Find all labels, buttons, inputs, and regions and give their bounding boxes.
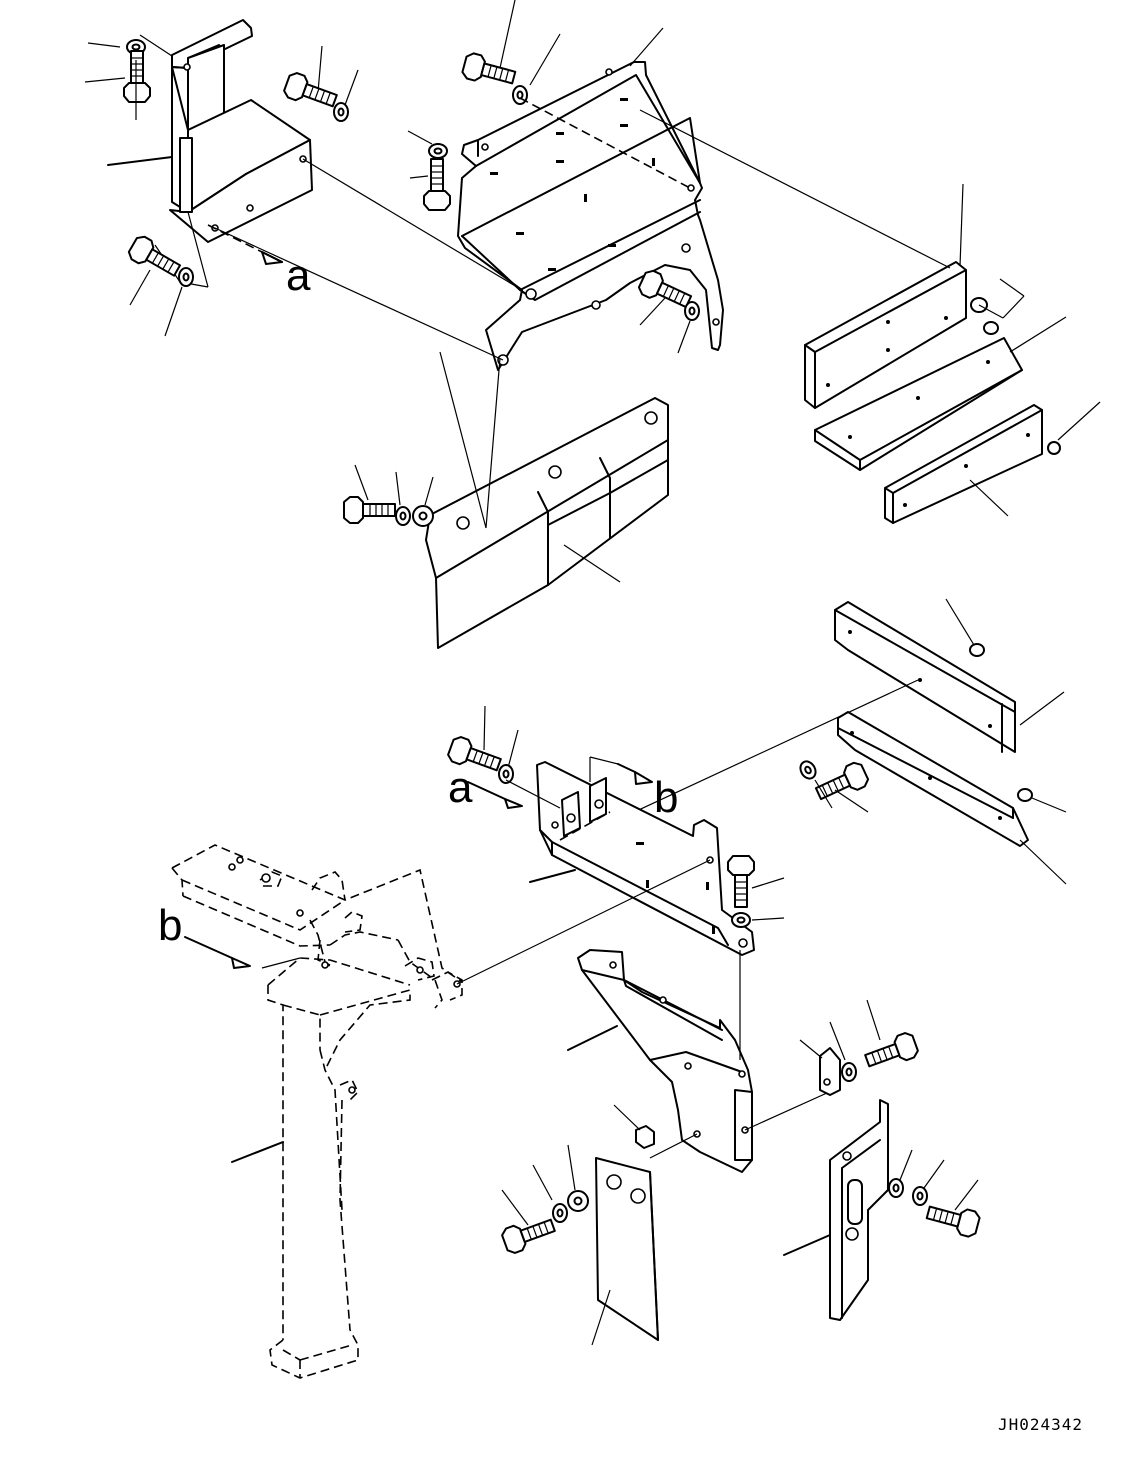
pad-middle-right (814, 337, 1023, 471)
pad-mid-lower-right (837, 711, 1029, 847)
bolt-lower-left-plate (499, 1212, 559, 1257)
bolt-middle-right (811, 759, 872, 807)
top-left-cover (169, 19, 313, 243)
bolt-middle-plate (343, 496, 396, 524)
dashed-column-frame (171, 844, 463, 1379)
bolt-vertical-middle (727, 855, 755, 908)
lower-small-plate (595, 1157, 659, 1341)
bolt-lower-left (125, 232, 185, 283)
right-vertical-bracket (829, 1099, 889, 1321)
view-label-a-mid: a (448, 763, 473, 812)
pad-mid-upper-right (834, 601, 1016, 753)
middle-bracket (536, 761, 755, 956)
clip-small (819, 1047, 841, 1096)
top-center-bracket (457, 61, 724, 371)
bolt-vertical-top-left (123, 50, 151, 103)
middle-cover-plate (425, 397, 669, 649)
view-label-b-mid: b (654, 773, 678, 822)
drawing-code: JH024342 (998, 1415, 1083, 1434)
bolt-lower-right-2 (923, 1198, 982, 1240)
bolt-top-center (460, 50, 519, 92)
bolt-top-left-2 (281, 69, 341, 114)
view-label-b-left: b (158, 901, 182, 950)
view-label-a-top: a (286, 251, 311, 300)
lower-bracket (577, 949, 753, 1173)
bolt-vertical-top-center (423, 158, 451, 211)
bolt-lower-right-1 (861, 1029, 921, 1074)
pad-lower-right (884, 404, 1043, 524)
pad-upper-right (804, 261, 967, 409)
